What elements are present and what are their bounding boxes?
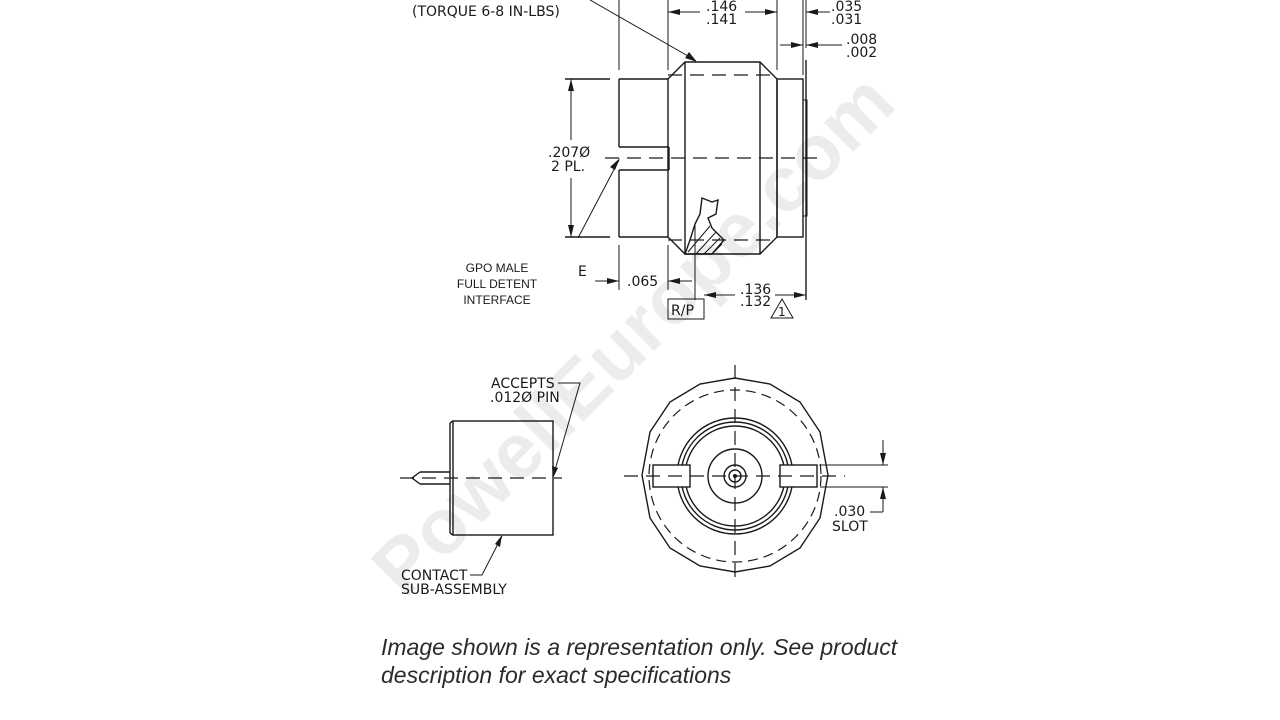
accepts-label-1: ACCEPTS [491,376,555,392]
contact-label-2: SUB-ASSEMBLY [401,582,507,598]
watermark: PowellEurope.com [355,56,911,612]
dim-diameter-qty: 2 PL. [551,159,585,175]
interface-label-3: INTERFACE [463,293,530,307]
ref-box-rp: R/P [671,303,694,319]
end-view-connector: .030 SLOT [624,365,888,585]
dim-step: .065 [627,274,658,290]
slot-label: SLOT [832,519,868,535]
dim-gap-min: .002 [846,45,877,61]
contact-label-1: CONTACT [401,568,468,584]
side-view-contact: ACCEPTS .012Ø PIN CONTACT SUB-ASSEMBLY [400,376,581,598]
dim-flange-max: .035 [831,0,862,15]
slot-dim: .030 [834,504,865,520]
torque-note: (TORQUE 6-8 IN-LBS) [412,4,560,20]
dim-rp-max: .136 [740,282,771,298]
dim-body-min: .141 [706,12,737,28]
dim-diameter: .207Ø [548,145,590,161]
dim-body-max: .146 [706,0,737,15]
interface-label-2: FULL DETENT [457,277,538,291]
revision-flag: 1 [778,305,786,319]
top-view-connector: (TORQUE 6-8 IN-LBS) .146 .141 .035 .031 … [412,0,877,320]
dim-rp-min: .132 [740,294,771,310]
dim-gap-max: .008 [846,32,877,48]
dim-flange-min: .031 [831,12,862,28]
edge-mark: E [578,264,587,280]
image-disclaimer-caption: Image shown is a representation only. Se… [381,634,898,688]
accepts-label-2: .012Ø PIN [490,390,560,406]
interface-label-1: GPO MALE [466,261,529,275]
